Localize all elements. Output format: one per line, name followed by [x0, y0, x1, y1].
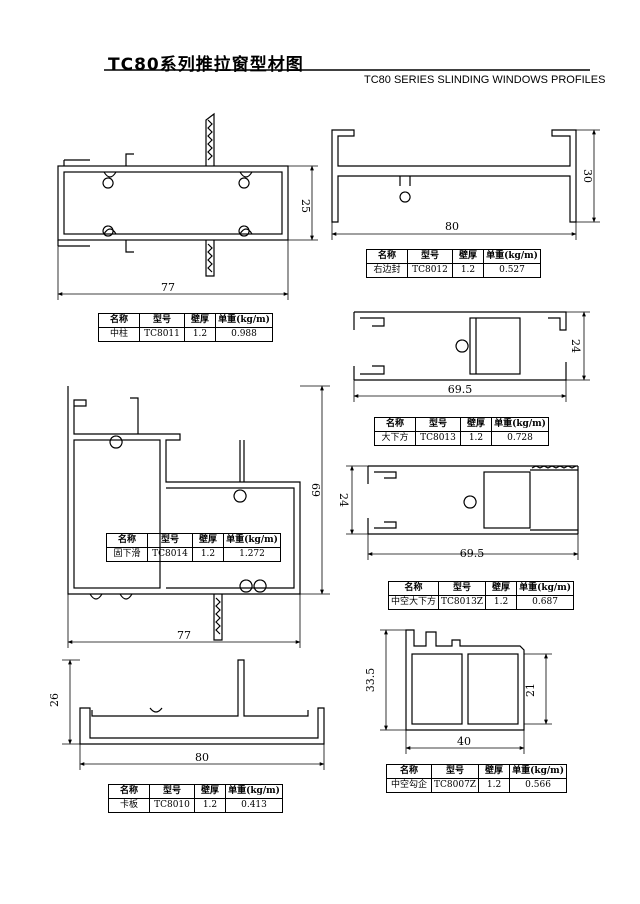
dim-tc8013z-width: 69.5 — [460, 547, 485, 560]
dims-tc8010 — [62, 659, 325, 770]
cell-model: TC8007Z — [430, 778, 480, 793]
col-model: 型号 — [147, 533, 193, 548]
col-thickness: 壁厚 — [184, 313, 216, 328]
cell-weight: 0.988 — [215, 327, 273, 342]
col-name: 名称 — [108, 784, 150, 799]
cell-name: 中空勾企 — [386, 778, 432, 793]
dim-tc8011-width: 77 — [161, 281, 175, 294]
cell-weight: 0.687 — [516, 595, 575, 610]
col-name: 名称 — [106, 533, 148, 548]
cell-model: TC8012 — [407, 263, 453, 278]
profile-tc8007z-drawing — [405, 629, 525, 731]
cell-thickness: 1.2 — [460, 431, 492, 446]
profile-tc8010-drawing — [79, 659, 325, 745]
dims-tc8011 — [57, 165, 318, 300]
cell-model: TC8013 — [415, 431, 461, 446]
col-weight: 单重(kg/m) — [483, 249, 541, 264]
dims-tc8014 — [67, 385, 330, 648]
cell-name: 中空大下方 — [387, 595, 440, 610]
profile-tc8012-drawing — [331, 129, 577, 223]
profile-tc8013-drawing — [353, 311, 567, 381]
dim-tc8007z-inner-height: 21 — [524, 683, 537, 697]
dim-tc8007z-height: 33.5 — [364, 668, 377, 693]
cell-weight: 0.527 — [483, 263, 541, 278]
col-weight: 单重(kg/m) — [215, 313, 273, 328]
dim-tc8011-height: 25 — [299, 199, 312, 213]
cell-name: 右边封 — [366, 263, 408, 278]
dim-tc8013-width: 69.5 — [448, 383, 473, 396]
cell-weight: 0.566 — [509, 778, 568, 793]
col-thickness: 壁厚 — [194, 784, 226, 799]
dims-tc8007z — [380, 629, 552, 754]
cell-thickness: 1.2 — [478, 778, 511, 793]
page-subtitle: TC80 SERIES SLINDING WINDOWS PROFILES — [364, 74, 606, 86]
col-name: 名称 — [366, 249, 408, 264]
col-weight: 单重(kg/m) — [509, 764, 568, 779]
cell-weight: 0.728 — [491, 431, 549, 446]
col-name: 名称 — [374, 417, 416, 432]
col-model: 型号 — [430, 764, 480, 779]
profile-tc8014-drawing — [67, 386, 301, 641]
col-name: 名称 — [386, 764, 432, 779]
col-model: 型号 — [407, 249, 453, 264]
cell-thickness: 1.2 — [485, 595, 518, 610]
col-thickness: 壁厚 — [460, 417, 492, 432]
cell-name: 固下滑 — [106, 547, 148, 562]
cell-model: TC8014 — [147, 547, 193, 562]
dim-tc8010-width: 80 — [195, 751, 209, 764]
cell-model: TC8013Z — [438, 595, 487, 610]
cell-weight: 1.272 — [223, 547, 281, 562]
col-name: 名称 — [387, 581, 440, 596]
dim-tc8007z-width: 40 — [457, 735, 471, 748]
dim-tc8010-height: 26 — [48, 693, 61, 707]
cell-name: 中柱 — [98, 327, 140, 342]
col-weight: 单重(kg/m) — [491, 417, 549, 432]
profile-tc8011-drawing — [57, 112, 289, 277]
col-thickness: 壁厚 — [485, 581, 518, 596]
col-model: 型号 — [149, 784, 195, 799]
cell-thickness: 1.2 — [194, 798, 226, 813]
cell-thickness: 1.2 — [184, 327, 216, 342]
col-thickness: 壁厚 — [452, 249, 484, 264]
col-model: 型号 — [438, 581, 487, 596]
dim-tc8012-width: 80 — [445, 220, 459, 233]
dims-tc8013 — [353, 311, 590, 402]
col-thickness: 壁厚 — [192, 533, 224, 548]
col-model: 型号 — [415, 417, 461, 432]
dim-tc8013-height: 24 — [569, 339, 582, 353]
cell-thickness: 1.2 — [452, 263, 484, 278]
profile-tc8013z-drawing — [367, 465, 579, 535]
cell-model: TC8010 — [149, 798, 195, 813]
col-thickness: 壁厚 — [478, 764, 511, 779]
dim-tc8014-height: 69 — [309, 483, 322, 497]
col-weight: 单重(kg/m) — [223, 533, 281, 548]
dims-tc8013z — [346, 465, 579, 560]
col-model: 型号 — [139, 313, 185, 328]
col-weight: 单重(kg/m) — [516, 581, 575, 596]
dims-tc8012 — [331, 129, 600, 240]
dim-tc8013z-height: 24 — [337, 493, 350, 507]
dim-tc8012-height: 30 — [581, 169, 594, 183]
col-weight: 单重(kg/m) — [225, 784, 283, 799]
cell-model: TC8011 — [139, 327, 185, 342]
dim-tc8014-width: 77 — [177, 629, 191, 642]
cell-name: 大下方 — [374, 431, 416, 446]
cell-name: 卡板 — [108, 798, 150, 813]
cell-thickness: 1.2 — [192, 547, 224, 562]
col-name: 名称 — [98, 313, 140, 328]
cell-weight: 0.413 — [225, 798, 283, 813]
